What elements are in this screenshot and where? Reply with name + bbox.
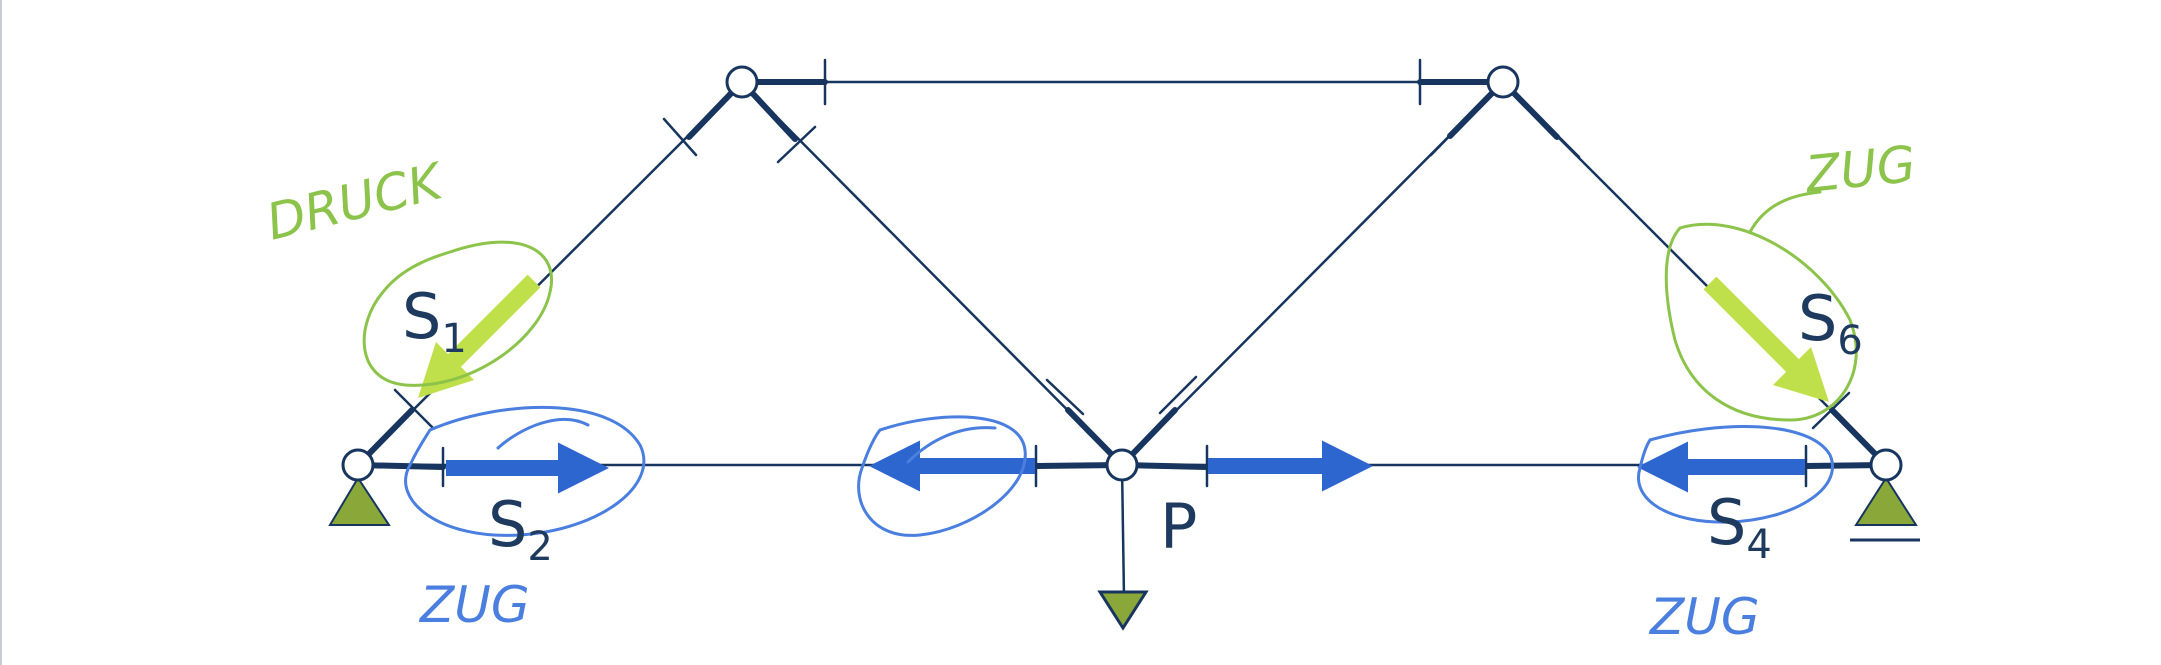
circle-s6-leader <box>1748 190 1822 234</box>
circle-s4 <box>1637 425 1834 524</box>
node-p <box>1105 448 1139 482</box>
label-s2: S2 <box>488 488 553 570</box>
force-arrows-green <box>418 274 1829 402</box>
circle-s1 <box>362 240 553 387</box>
node-left-support <box>341 448 375 482</box>
arrow-s6-down <box>1703 276 1800 373</box>
annotation-zug-left: ZUG <box>418 576 530 634</box>
annotation-zug-top-right: ZUG <box>1801 135 1918 204</box>
load-line <box>1120 463 1126 600</box>
circle-s2 <box>404 405 646 537</box>
circle-center-inner <box>906 426 997 464</box>
label-s4: S4 <box>1707 486 1772 568</box>
left-border <box>0 0 2 665</box>
annotation-druck: DRUCK <box>261 151 451 251</box>
force-arrows-blue <box>446 440 1805 494</box>
annotation-zug-right: ZUG <box>1648 588 1760 646</box>
nodes <box>341 65 1903 482</box>
label-p: P <box>1160 490 1197 563</box>
node-top-left <box>725 65 759 99</box>
hand-circles <box>362 190 1858 537</box>
support-left <box>328 476 391 526</box>
member-diagonal-left <box>740 80 1124 467</box>
node-top-right <box>1486 65 1520 99</box>
circle-center <box>857 415 1027 537</box>
cut-segments <box>355 79 1889 470</box>
circle-s6 <box>1664 222 1858 422</box>
circle-s2-top <box>496 417 590 450</box>
arrow-s6-head <box>1773 347 1829 402</box>
support-right <box>1854 476 1918 526</box>
load-arrowhead <box>1097 590 1149 631</box>
cut-ticks <box>393 58 1851 488</box>
label-s1: S1 <box>402 280 467 362</box>
node-right-support <box>1869 448 1903 482</box>
label-s6: S6 <box>1798 282 1863 364</box>
arrow-s1-down <box>446 274 541 369</box>
